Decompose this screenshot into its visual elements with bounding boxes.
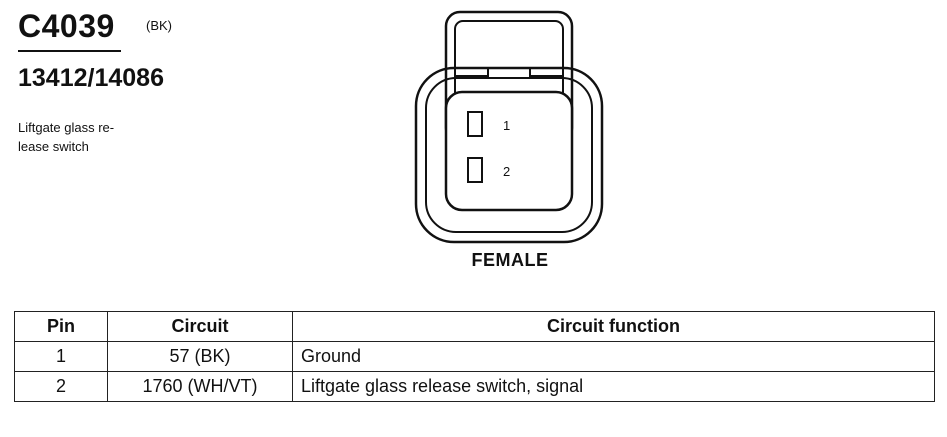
title-underline — [18, 50, 121, 52]
table-header-row: Pin Circuit Circuit function — [14, 311, 935, 342]
part-numbers: 13412/14086 — [18, 64, 164, 92]
connector-description: Liftgate glass re- lease switch — [18, 118, 168, 156]
table-row: 2 1760 (WH/VT) Liftgate glass release sw… — [14, 371, 935, 402]
color-code: (BK) — [146, 18, 172, 33]
cell-circuit: 57 (BK) — [107, 341, 293, 372]
header-circuit-function: Circuit function — [292, 311, 935, 342]
connector-face-diagram: 1 2 — [414, 10, 604, 244]
header-pin: Pin — [14, 311, 108, 342]
pin-cavity-2 — [467, 157, 483, 183]
pin-number-1: 1 — [503, 118, 510, 133]
cell-pin: 1 — [14, 341, 108, 372]
pinout-table: Pin Circuit Circuit function 1 57 (BK) G… — [14, 311, 935, 402]
cell-circuit-function: Ground — [292, 341, 935, 372]
table-row: 1 57 (BK) Ground — [14, 341, 935, 372]
connector-id: C4039 — [18, 8, 115, 44]
cell-pin: 2 — [14, 371, 108, 402]
latch-ridge — [455, 67, 563, 77]
pin-number-2: 2 — [503, 164, 510, 179]
header-circuit: Circuit — [107, 311, 293, 342]
description-line-1: Liftgate glass re- — [18, 120, 115, 135]
cell-circuit: 1760 (WH/VT) — [107, 371, 293, 402]
connector-face-body — [444, 90, 574, 212]
connector-gender-label: FEMALE — [471, 250, 549, 270]
pin-cavity-1 — [467, 111, 483, 137]
cell-circuit-function: Liftgate glass release switch, signal — [292, 371, 935, 402]
description-line-2: lease switch — [18, 139, 89, 154]
connector-inner-shell — [425, 77, 593, 233]
